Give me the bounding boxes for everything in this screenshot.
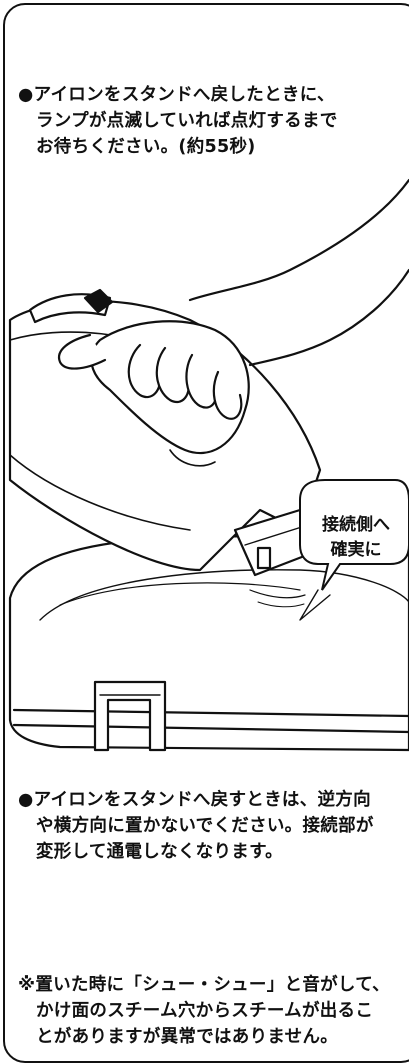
note-orientation-warning: ●アイロンをスタンドへ戻すときは、逆方向 や横方向に置かないでください。接続部が… <box>18 787 408 865</box>
iron-on-stand-illustration <box>8 178 409 752</box>
callout-line: 接続側へ <box>322 515 390 535</box>
note-line: かけ面のスチーム穴からスチームが出るこ <box>36 1001 374 1021</box>
note-line: ランプが点滅していれば点灯するまで <box>36 111 338 131</box>
note-text: アイロンをスタンドへ戻すときは、逆方向 <box>33 790 371 810</box>
note-line: ●アイロンをスタンドへ戻すときは、逆方向 <box>18 787 408 813</box>
note-text: 置いた時に「シュー・シュー」と音がして、 <box>35 975 390 995</box>
note-line: や横方向に置かないでください。接続部が <box>36 816 374 836</box>
note-line: 変形して通電しなくなります。 <box>36 842 283 862</box>
callout-pointer <box>299 589 331 621</box>
note-line: ※置いた時に「シュー・シュー」と音がして、 <box>18 972 408 998</box>
note-steam-sound: ※置いた時に「シュー・シュー」と音がして、 かけ面のスチーム穴からスチームが出る… <box>18 972 408 1050</box>
note-text: アイロンをスタンドへ戻したときに、 <box>33 85 335 105</box>
arm <box>188 178 409 302</box>
note-line: お待ちください。(約55秒) <box>36 137 256 157</box>
note-wait-for-lamp: ●アイロンをスタンドへ戻したときに、 ランプが点滅していれば点灯するまで お待ち… <box>18 82 408 160</box>
callout-text: 接続側へ 確実に <box>306 513 406 563</box>
note-line: ●アイロンをスタンドへ戻したときに、 <box>18 82 408 108</box>
callout-line: 確実に <box>330 540 382 560</box>
stand-clip <box>93 680 167 752</box>
note-line: とがありますが異常ではありません。 <box>36 1027 339 1047</box>
asterisk-icon: ※ <box>18 975 36 995</box>
bullet-icon: ● <box>18 85 34 105</box>
bullet-icon: ● <box>18 790 34 810</box>
